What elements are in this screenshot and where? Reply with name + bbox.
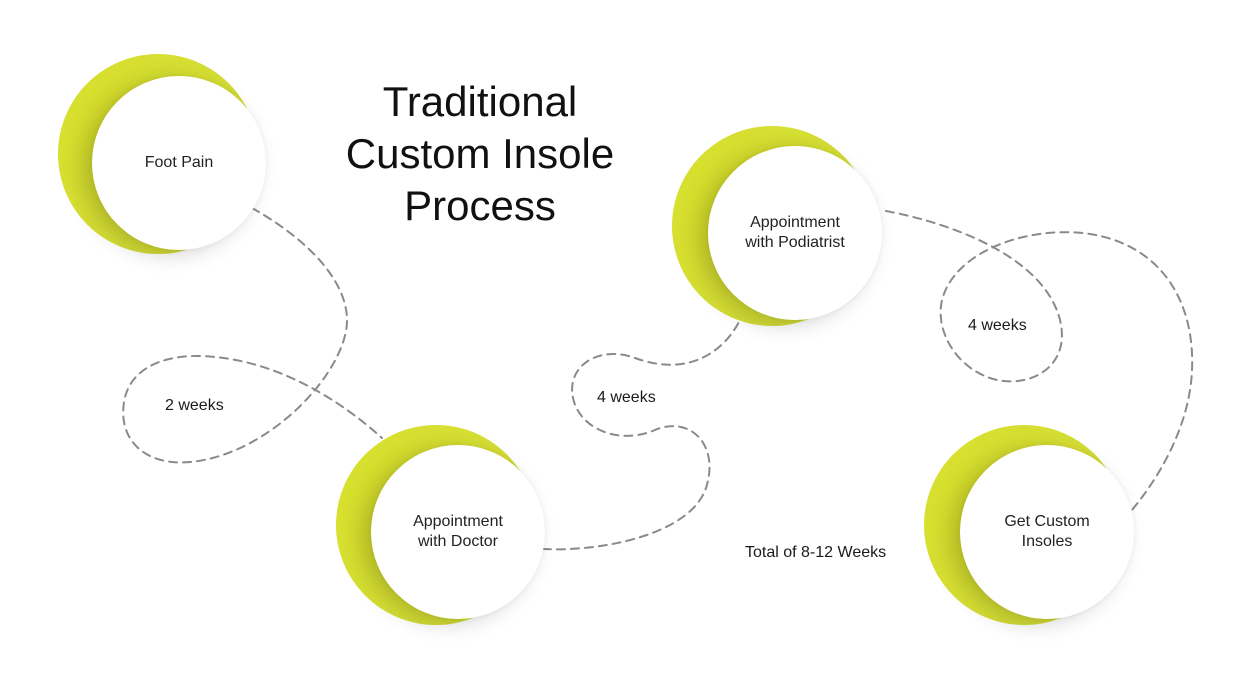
step-podiatrist-circle: Appointment with Podiatrist: [708, 146, 882, 320]
step-foot-pain-circle: Foot Pain: [92, 76, 266, 250]
title-line-3: Process: [404, 182, 556, 229]
step-podiatrist-label-2: with Podiatrist: [745, 234, 845, 251]
total-duration: Total of 8-12 Weeks: [745, 544, 887, 561]
step-insoles-label-1: Get Custom: [1004, 513, 1090, 530]
step-doctor-label-1: Appointment: [413, 513, 503, 530]
diagram-title: Traditional Custom Insole Process: [300, 76, 660, 232]
step-foot-pain-label-1: Foot Pain: [144, 154, 214, 171]
step-insoles-circle: Get Custom Insoles: [960, 445, 1134, 619]
step-podiatrist-label-1: Appointment: [750, 214, 840, 231]
step-get-custom-insoles: Get Custom Insoles: [924, 425, 1134, 625]
connector-podiatrist-to-insoles: [885, 210, 1194, 511]
connector-doctor-to-podiatrist: [542, 319, 741, 551]
step-doctor-circle: Appointment with Doctor: [371, 445, 545, 619]
title-line-1: Traditional: [382, 78, 578, 125]
step-doctor-label-2: with Doctor: [417, 533, 499, 550]
step-appointment-doctor: Appointment with Doctor: [336, 425, 545, 625]
connector-foot-pain-to-doctor: [122, 207, 383, 464]
duration-label-1: 2 weeks: [165, 397, 224, 414]
step-insoles-label-2: Insoles: [1021, 533, 1073, 550]
step-appointment-podiatrist: Appointment with Podiatrist: [672, 126, 882, 326]
step-foot-pain: Foot Pain: [58, 54, 266, 254]
duration-label-2: 4 weeks: [597, 389, 656, 406]
title-line-2: Custom Insole: [345, 130, 615, 177]
duration-label-3: 4 weeks: [968, 317, 1027, 334]
